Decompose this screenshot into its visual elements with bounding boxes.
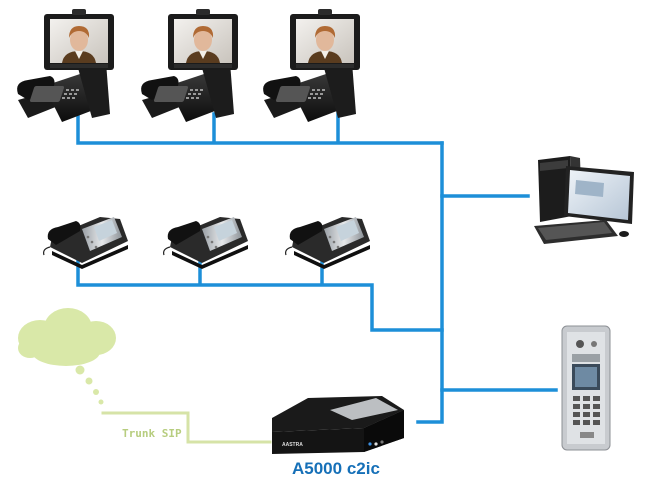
door-intercom <box>561 325 611 451</box>
desk-phone-1 <box>42 216 129 270</box>
main-vertical-line <box>416 141 444 424</box>
video-phone-1 <box>17 9 114 122</box>
videophone-bus-line <box>76 112 444 145</box>
trunk-sip-label: Trunk SIP <box>122 427 182 440</box>
trunk-sip-line <box>101 411 272 444</box>
desk-phone-icon <box>285 216 371 270</box>
ipbx-device-icon <box>272 396 404 454</box>
desk-phone-icon <box>42 216 129 270</box>
desktop-pc <box>534 156 634 244</box>
device-brand-label: AASTRA <box>282 442 303 448</box>
video-phone-icon <box>17 9 114 122</box>
video-phone-icon <box>263 9 360 122</box>
sip-cloud <box>18 308 116 405</box>
network-lines <box>76 112 558 444</box>
desk-phone-3 <box>285 216 371 270</box>
door-intercom-icon <box>561 325 611 451</box>
deskphone-bus-line <box>76 255 444 332</box>
video-phone-icon <box>141 9 238 122</box>
a5000-device: AASTRA <box>272 396 404 454</box>
computer-icon <box>534 156 634 244</box>
device-label: A5000 c2ic <box>292 459 380 478</box>
desk-phone-2 <box>163 216 249 270</box>
desk-phone-icon <box>163 216 249 270</box>
video-phone-3 <box>263 9 360 122</box>
video-phone-2 <box>141 9 238 122</box>
cloud-icon <box>18 308 116 405</box>
